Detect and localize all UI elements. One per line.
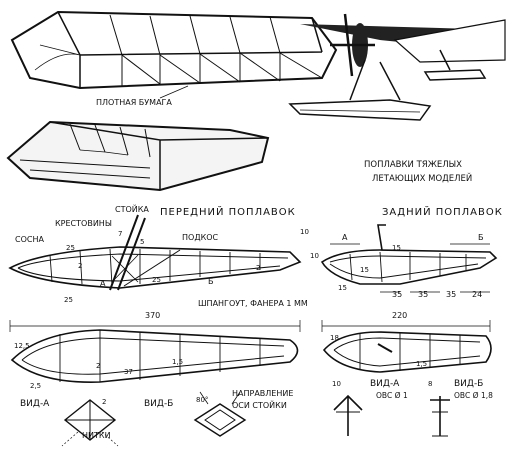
- dim-25b: 25: [64, 296, 73, 304]
- dim-15a: 15: [392, 244, 401, 252]
- dim-7: 7: [118, 230, 122, 238]
- dim-220: 220: [392, 311, 407, 320]
- dim-37: 37: [124, 368, 133, 376]
- brace-label: ПОДКОС: [182, 233, 219, 242]
- ovs1-label: ОВС Ø 1: [376, 391, 408, 400]
- strut-axis-line2: ОСИ СТОЙКИ: [232, 399, 287, 410]
- rear-float-side-view: [320, 224, 498, 293]
- dim-2b: 2: [256, 264, 260, 272]
- frame-label: ШПАНГОУТ, ФАНЕРА 1 ММ: [198, 299, 308, 308]
- rear-float-title: ЗАДНИЙ ПОПЛАВОК: [382, 205, 503, 218]
- float-frame-illustration: [10, 10, 338, 99]
- dim-10a: 10: [300, 228, 309, 236]
- strut-axis-line1: НАПРАВЛЕНИЕ: [232, 389, 293, 398]
- dim-1-5a: 1,5: [172, 358, 183, 366]
- rear-section-b: Б: [478, 233, 484, 242]
- dim-24: 24: [472, 290, 482, 299]
- dim-1-5b: 1,5: [416, 360, 427, 368]
- rear-view-a-label: ВИД-А: [370, 379, 400, 389]
- rear-view-b-drawing: [430, 396, 450, 437]
- front-float-title: ПЕРЕДНИЙ ПОПЛАВОК: [160, 205, 296, 218]
- heavy-floats-line1: ПОПЛАВКИ ТЯЖЕЛЫХ: [364, 160, 462, 170]
- front-float-plan-view: [9, 320, 301, 383]
- dim-8: 8: [428, 380, 432, 388]
- ovs18-label: ОВС Ø 1,8: [454, 391, 493, 400]
- dim-2-5: 2,5: [30, 382, 41, 390]
- dim-35a: 35: [392, 290, 402, 299]
- dim-35b: 35: [418, 290, 428, 299]
- strut-label: СТОЙКА: [115, 203, 149, 214]
- front-view-b-drawing: [193, 391, 247, 437]
- dim-10b: 10: [310, 252, 319, 260]
- dim-370: 370: [145, 311, 160, 320]
- front-view-a-drawing: [61, 399, 119, 447]
- dim-2d: 2: [102, 398, 106, 406]
- pine-label: СОСНА: [15, 235, 44, 244]
- section-b-marker: Б: [208, 277, 214, 286]
- hull-float-illustration: [6, 120, 270, 192]
- dim-80: 80°: [196, 396, 208, 404]
- seaplane-illustration: [288, 13, 506, 121]
- heavy-floats-line2: ЛЕТАЮЩИХ МОДЕЛЕЙ: [372, 172, 472, 184]
- dim-5: 5: [140, 238, 144, 246]
- dim-35c: 35: [446, 290, 456, 299]
- threads-label: НИТКИ: [82, 431, 111, 440]
- front-float-side-view: [8, 214, 302, 291]
- rear-view-b-label: ВИД-Б: [454, 379, 483, 389]
- paper-label: ПЛОТНАЯ БУМАГА: [96, 98, 172, 107]
- rear-view-a-drawing: [333, 394, 363, 436]
- rear-section-a: А: [342, 233, 348, 242]
- section-a-marker: А: [100, 279, 106, 288]
- view-b-label: ВИД-Б: [144, 399, 173, 409]
- dim-2a: 2: [78, 262, 82, 270]
- dim-25a: 25: [66, 244, 75, 252]
- dim-12-5: 12,5: [14, 342, 30, 350]
- dim-18: 18: [330, 334, 339, 342]
- crosspieces-label: КРЕСТОВИНЫ: [55, 219, 112, 228]
- dim-25c: 25: [152, 276, 161, 284]
- rear-float-plan-view: [321, 320, 492, 373]
- view-a-label: ВИД-А: [20, 399, 50, 409]
- dim-2c: 2: [96, 362, 100, 370]
- dim-10c: 10: [332, 380, 341, 388]
- dim-15c: 15: [338, 284, 347, 292]
- dim-15b: 15: [360, 266, 369, 274]
